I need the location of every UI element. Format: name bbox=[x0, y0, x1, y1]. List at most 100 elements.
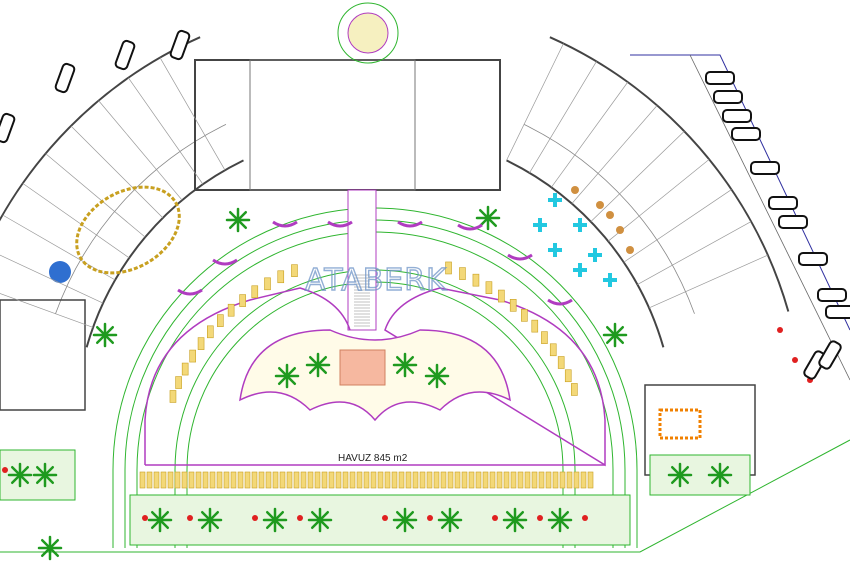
lounge-seat bbox=[573, 263, 587, 277]
palm-tree bbox=[95, 325, 107, 337]
palm-tree bbox=[448, 518, 460, 530]
sunbed bbox=[160, 471, 167, 489]
sunbed bbox=[146, 471, 153, 489]
sunbed bbox=[237, 471, 244, 489]
palm-tree bbox=[395, 518, 407, 530]
sunbed bbox=[468, 471, 475, 489]
palm-tree bbox=[513, 510, 525, 522]
room-divider bbox=[590, 131, 685, 222]
sunbed bbox=[272, 471, 279, 489]
palm-tree bbox=[103, 333, 115, 345]
palm-tree bbox=[208, 510, 220, 522]
room-divider bbox=[159, 57, 226, 171]
palm-tree bbox=[236, 218, 248, 230]
palm-tree bbox=[440, 518, 452, 530]
lounge-seat bbox=[548, 193, 562, 207]
watermark: ATABERK bbox=[305, 263, 447, 298]
sunbed bbox=[384, 471, 391, 489]
palm-tree bbox=[318, 518, 330, 530]
car bbox=[768, 196, 798, 210]
palm-tree bbox=[558, 518, 570, 530]
road-edge bbox=[689, 54, 850, 381]
palm-tree bbox=[550, 518, 562, 530]
lobby bbox=[249, 59, 416, 191]
sunbed bbox=[291, 264, 298, 277]
sunbed bbox=[230, 471, 237, 489]
car bbox=[54, 62, 76, 94]
sunbed bbox=[461, 471, 468, 489]
flower bbox=[297, 515, 303, 521]
sunbed bbox=[571, 383, 578, 396]
palm-tree bbox=[308, 355, 320, 367]
palm-tree bbox=[505, 518, 517, 530]
flower bbox=[252, 515, 258, 521]
sunbed bbox=[580, 471, 587, 489]
cafe-table bbox=[616, 226, 624, 234]
site-boundary-road bbox=[630, 54, 850, 331]
sunbed bbox=[181, 471, 188, 489]
sunbed bbox=[541, 331, 548, 344]
palm-tree bbox=[277, 366, 289, 378]
sunbed bbox=[566, 471, 573, 489]
sunbed bbox=[524, 471, 531, 489]
sunbed bbox=[251, 471, 258, 489]
car bbox=[731, 127, 761, 141]
room-divider bbox=[648, 254, 768, 309]
sunbed bbox=[531, 471, 538, 489]
car bbox=[778, 215, 808, 229]
palm-tree bbox=[435, 366, 447, 378]
palm-tree bbox=[273, 518, 285, 530]
sunbed bbox=[459, 267, 466, 280]
sunbed bbox=[517, 471, 524, 489]
sunbed bbox=[496, 471, 503, 489]
corridor-line bbox=[55, 124, 695, 314]
sunbed bbox=[521, 309, 528, 322]
palm-tree bbox=[208, 518, 220, 530]
sunbed bbox=[440, 471, 447, 489]
room-divider bbox=[529, 61, 597, 174]
car bbox=[114, 39, 136, 71]
sunbed bbox=[307, 471, 314, 489]
site-boundary bbox=[0, 439, 850, 553]
palm-tree bbox=[310, 518, 322, 530]
sunbed bbox=[482, 471, 489, 489]
car bbox=[750, 161, 780, 175]
palm-tree bbox=[228, 218, 240, 230]
palm-tree bbox=[48, 538, 60, 550]
garden-bench bbox=[457, 223, 483, 231]
sunbed bbox=[475, 471, 482, 489]
sunbed bbox=[349, 471, 356, 489]
sunbed bbox=[189, 349, 196, 363]
cafe-table bbox=[596, 201, 604, 209]
garden-bench bbox=[177, 288, 203, 296]
car bbox=[818, 340, 842, 370]
palm-tree bbox=[228, 210, 240, 222]
sunbed bbox=[277, 270, 285, 284]
sunbed bbox=[370, 471, 377, 489]
palm-tree bbox=[718, 473, 730, 485]
sunbed bbox=[510, 471, 517, 489]
sunbed bbox=[265, 471, 272, 489]
car bbox=[798, 252, 828, 266]
palm-tree bbox=[158, 518, 170, 530]
palm-tree bbox=[236, 210, 248, 222]
sunbed bbox=[217, 314, 224, 327]
sunbed bbox=[188, 471, 195, 489]
flower bbox=[187, 515, 193, 521]
palm-tree bbox=[158, 510, 170, 522]
island-loungers bbox=[339, 349, 386, 386]
palm-tree bbox=[43, 465, 55, 477]
sunbed bbox=[321, 471, 328, 489]
room-divider bbox=[22, 183, 130, 259]
palm-tree bbox=[613, 325, 625, 337]
car bbox=[817, 288, 847, 302]
palm-tree bbox=[486, 216, 498, 228]
sunbed bbox=[557, 356, 565, 369]
palm-tree bbox=[486, 208, 498, 220]
garden-bench bbox=[507, 253, 533, 261]
palm-tree bbox=[273, 510, 285, 522]
cafe-table bbox=[626, 246, 634, 254]
landscape-arc bbox=[112, 207, 638, 548]
room-divider bbox=[128, 77, 204, 185]
